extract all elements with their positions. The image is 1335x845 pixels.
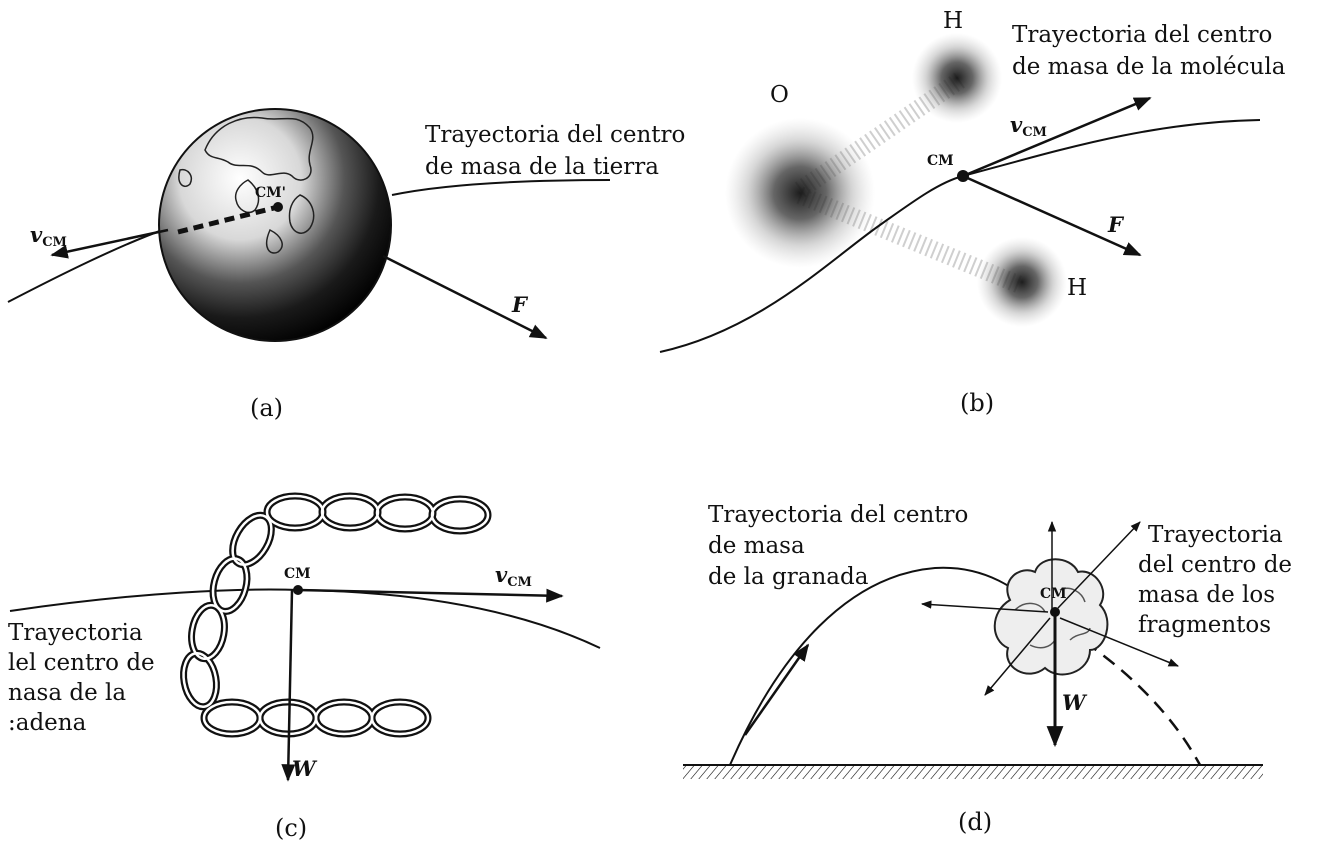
fragment-arrow (1057, 521, 1141, 609)
fragments-trajectory-label: Trayectoria del centro de masa de los fr… (1138, 522, 1299, 638)
molecule-trajectory-label: Trayectoria del centro de masa de la mol… (1012, 22, 1286, 80)
chain-weight-arrow (281, 589, 296, 782)
chain-trajectory-label: Trayectoria lel centro de nasa de la :ad… (8, 620, 162, 736)
grenade-trajectory-label: Trayectoria del centro de masa de la gra… (708, 502, 976, 590)
chain-trajectory-line-3: nasa de la (8, 680, 126, 706)
earth-trajectory-line-2: de masa de la tierra (425, 154, 659, 180)
molecule-velocity-label: vCM (1010, 112, 1047, 140)
hydrogen-top-cloud (912, 33, 1002, 123)
grenade-trajectory-line-1: Trayectoria del centro (708, 502, 968, 528)
velocity-symbol: v (30, 222, 43, 247)
ground-hatching (683, 765, 1263, 779)
grenade-trajectory-curve (729, 566, 1041, 766)
velocity-subscript: CM (1022, 125, 1047, 140)
molecule-trajectory-curve (659, 119, 1261, 353)
velocity-symbol: v (1010, 112, 1023, 137)
grenade-trajectory-line-3: de la granada (708, 564, 869, 590)
earth-cm-dot (273, 202, 283, 212)
earth-force-arrow (382, 254, 548, 340)
grenade-weight-label: W (1062, 690, 1088, 715)
panel-c: CM vCM W Trayectoria lel centro de nasa … (8, 492, 601, 842)
earth-axis-dashed (177, 204, 279, 235)
caption-b: (b) (960, 389, 994, 417)
fragments-trajectory-line-3: masa de los (1138, 582, 1275, 608)
panel-d: CM W Trayectoria del centro de masa de l… (683, 502, 1299, 836)
molecule-force-label: F (1107, 212, 1125, 237)
hydrogen-bottom-cloud (977, 237, 1067, 327)
chain-velocity-arrow (297, 588, 564, 603)
molecule-force-arrow (962, 174, 1142, 257)
earth-cm-label: CM' (255, 185, 286, 201)
continents-outline (178, 116, 315, 254)
atom-o-label: O (770, 82, 789, 108)
fragments-trajectory-line-1: Trayectoria (1148, 522, 1283, 548)
atom-h-bottom-label: H (1067, 275, 1087, 301)
chain-trajectory-line-1: Trayectoria (8, 620, 143, 646)
chain-velocity-label: vCM (495, 562, 532, 590)
molecule-trajectory-line-1: Trayectoria del centro (1012, 22, 1272, 48)
molecule-trajectory-line-2: de masa de la molécula (1012, 54, 1286, 80)
earth-globe (158, 108, 392, 342)
velocity-symbol: v (495, 562, 508, 587)
caption-c: (c) (275, 814, 307, 842)
chain-trajectory-line-2: lel centro de (8, 650, 155, 676)
grenade-velocity-arrow (743, 643, 810, 736)
fragment-arrow (984, 617, 1051, 696)
molecule-velocity-arrow (962, 96, 1152, 178)
fragment-arrow (1059, 617, 1179, 667)
fragment-arrow (920, 600, 1049, 613)
explosion-cm-label: CM (1040, 586, 1067, 602)
earth-trajectory-line-1: Trayectoria del centro (425, 122, 685, 148)
chain-weight-label: W (292, 756, 318, 781)
panel-b: CM vCM F O H H Trayectoria del centro de… (659, 8, 1286, 417)
chain-cm-label: CM (284, 566, 311, 582)
grenade-trajectory-line-2: de masa (708, 533, 805, 559)
velocity-subscript: CM (42, 235, 67, 250)
caption-d: (d) (958, 808, 992, 836)
earth-force-label: F (511, 292, 529, 317)
panel-a: CM' vCM F Trayectoria del centro de masa… (7, 108, 693, 422)
chain-trajectory-line-4: :adena (8, 710, 87, 736)
earth-velocity-label: vCM (30, 222, 67, 250)
chain-links (180, 492, 492, 738)
molecule-cm-label: CM (927, 153, 954, 169)
explosion-cloud (993, 558, 1109, 676)
fragments-trajectory-dashed (1084, 640, 1202, 766)
earth-velocity-arrow (50, 228, 169, 259)
velocity-subscript: CM (507, 575, 532, 590)
fragments-trajectory-line-2: del centro de (1138, 552, 1292, 578)
atom-h-top-label: H (943, 8, 963, 34)
fragment-arrows (920, 520, 1179, 696)
fragments-trajectory-line-4: fragmentos (1138, 612, 1271, 638)
oxygen-cloud (725, 118, 875, 268)
caption-a: (a) (250, 394, 283, 422)
molecule-bond-cloud-h-top (794, 72, 966, 198)
earth-trajectory-label: Trayectoria del centro de masa de la tie… (425, 122, 693, 180)
